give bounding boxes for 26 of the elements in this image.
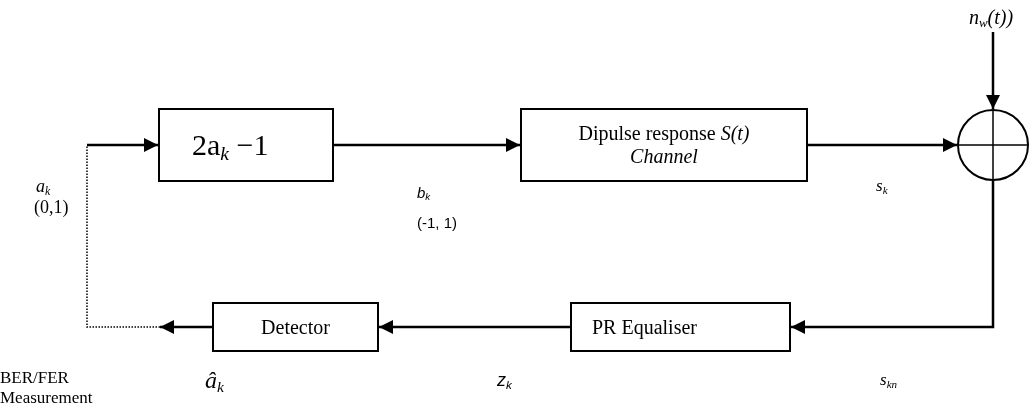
value-range: (-1, 1) (417, 214, 457, 232)
signal-label: â$_{k}$ (205, 366, 224, 395)
arrow (791, 181, 995, 334)
process-box (520, 108, 808, 182)
value-range: (0,1) (34, 197, 69, 219)
signal-label: a$_{k}$ (36, 176, 51, 198)
caption-text: BER/FER Measurement (0, 368, 94, 409)
arrow (808, 138, 957, 152)
signal-label: n$_{w}$(t)) (968, 5, 1014, 29)
arrow (160, 320, 212, 334)
process-box (570, 302, 791, 352)
arrow (87, 138, 158, 152)
summing-junction (957, 109, 1029, 181)
signal-label: s$_{kn}$ (880, 370, 898, 391)
signal-label: s$_{k}$ (876, 176, 888, 197)
box-label: Detector (261, 315, 330, 339)
signal-label: b$_{k}$ (417, 184, 431, 202)
process-box (212, 302, 379, 352)
signal-label: z$_{k}$ (497, 370, 512, 392)
box-label: PR Equaliser (592, 315, 697, 339)
arrow (986, 32, 1000, 109)
arrow (379, 320, 570, 334)
box-label: Dipulse response S(t) Channel (577, 122, 751, 168)
process-box (158, 108, 334, 182)
arrow (334, 138, 520, 152)
box-label: 2a$_{k}$ −1 (192, 127, 269, 163)
